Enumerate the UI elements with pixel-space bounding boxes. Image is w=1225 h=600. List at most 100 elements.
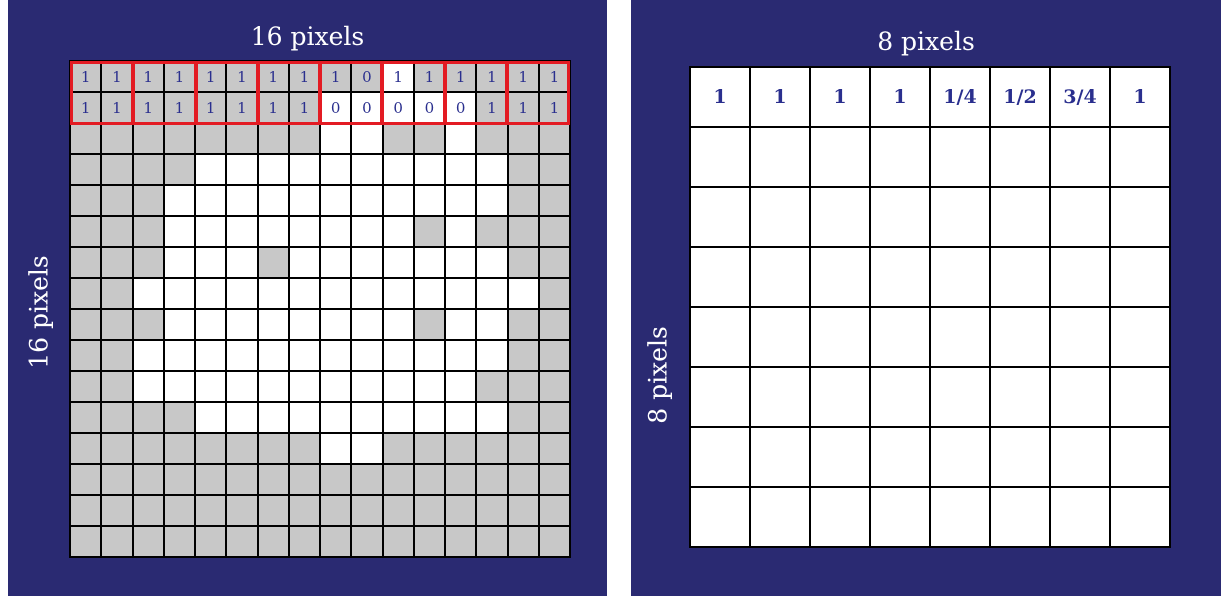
pixel-cell [321, 465, 350, 494]
pixel-cell [751, 248, 809, 306]
pixel-cell [71, 310, 100, 339]
pixel-cell [691, 128, 749, 186]
pixel-cell [477, 403, 506, 432]
pixel-cell [691, 188, 749, 246]
pixel-cell [509, 341, 538, 370]
pixel-cell [196, 465, 225, 494]
pixel-cell [352, 279, 381, 308]
pixel-cell [134, 248, 163, 277]
pixel-value-cell: 1 [227, 62, 256, 91]
pixel-cell [509, 403, 538, 432]
pixel-cell [290, 186, 319, 215]
pixel-cell [477, 465, 506, 494]
pixel-cell [290, 310, 319, 339]
pixel-cell [227, 155, 256, 184]
pixel-cell [227, 403, 256, 432]
pixel-cell [259, 496, 288, 525]
pixel-cell [811, 368, 869, 426]
pixel-cell [540, 341, 569, 370]
pixel-cell [352, 310, 381, 339]
pixel-cell [384, 217, 413, 246]
pixel-cell [71, 279, 100, 308]
pixel-cell [71, 341, 100, 370]
pixel-cell [871, 188, 929, 246]
pixel-cell [290, 434, 319, 463]
pixel-cell [540, 310, 569, 339]
pixel-cell [196, 372, 225, 401]
pixel-cell [134, 403, 163, 432]
downsampled-value-cell: 1 [691, 68, 749, 126]
pixel-cell [290, 372, 319, 401]
pixel-value-cell: 1 [321, 62, 350, 91]
pixel-cell [196, 217, 225, 246]
pixel-cell [415, 155, 444, 184]
pixel-cell [1051, 488, 1109, 546]
pixel-cell [102, 341, 131, 370]
pixel-cell [71, 372, 100, 401]
pixel-cell [415, 465, 444, 494]
pixel-cell [931, 188, 989, 246]
pixel-cell [227, 279, 256, 308]
pixel-value-cell: 0 [446, 93, 475, 122]
pixel-cell [811, 248, 869, 306]
pixel-cell [352, 341, 381, 370]
pixel-cell [540, 279, 569, 308]
pixel-cell [991, 248, 1049, 306]
pixel-cell [165, 186, 194, 215]
pixel-cell [134, 310, 163, 339]
pixel-cell [134, 341, 163, 370]
pixel-cell [477, 248, 506, 277]
pixel-cell [165, 434, 194, 463]
pixel-cell [509, 434, 538, 463]
pixel-cell [691, 308, 749, 366]
pixel-cell [227, 124, 256, 153]
pixel-cell [991, 488, 1049, 546]
pixel-cell [321, 372, 350, 401]
downsampled-value-cell: 1 [811, 68, 869, 126]
pixel-cell [871, 368, 929, 426]
pixel-cell [811, 488, 869, 546]
pixel-cell [165, 403, 194, 432]
pixel-cell [227, 248, 256, 277]
pixel-cell [415, 186, 444, 215]
pixel-cell [196, 403, 225, 432]
left-grid-side-label: 16 pixels [25, 255, 54, 368]
pixel-cell [384, 279, 413, 308]
pixel-cell [384, 496, 413, 525]
pixel-cell [321, 217, 350, 246]
pixel-value-cell: 1 [509, 93, 538, 122]
pixel-cell [134, 496, 163, 525]
pixel-cell [102, 279, 131, 308]
pixel-cell [477, 341, 506, 370]
pixel-cell [1111, 368, 1169, 426]
downsampled-value-cell: 1 [751, 68, 809, 126]
pixel-cell [477, 527, 506, 556]
pixel-cell [321, 496, 350, 525]
pixel-cell [71, 434, 100, 463]
pixel-cell [352, 434, 381, 463]
pixel-cell [102, 186, 131, 215]
pixel-cell [71, 403, 100, 432]
pixel-cell [102, 434, 131, 463]
pixel-cell [134, 527, 163, 556]
pixel-cell [477, 186, 506, 215]
pixel-cell [352, 372, 381, 401]
pixel-cell [415, 217, 444, 246]
pixel-cell [871, 248, 929, 306]
pixel-cell [811, 128, 869, 186]
pixel-cell [259, 372, 288, 401]
pixel-value-cell: 1 [540, 62, 569, 91]
pixel-cell [259, 248, 288, 277]
pixel-cell [477, 217, 506, 246]
pixel-cell [1111, 488, 1169, 546]
pixel-cell [446, 434, 475, 463]
pixel-cell [477, 155, 506, 184]
pixel-cell [540, 527, 569, 556]
pixel-value-cell: 1 [477, 62, 506, 91]
pixel-cell [134, 186, 163, 215]
pixel-cell [165, 217, 194, 246]
pixel-cell [384, 186, 413, 215]
pixel-cell [540, 465, 569, 494]
